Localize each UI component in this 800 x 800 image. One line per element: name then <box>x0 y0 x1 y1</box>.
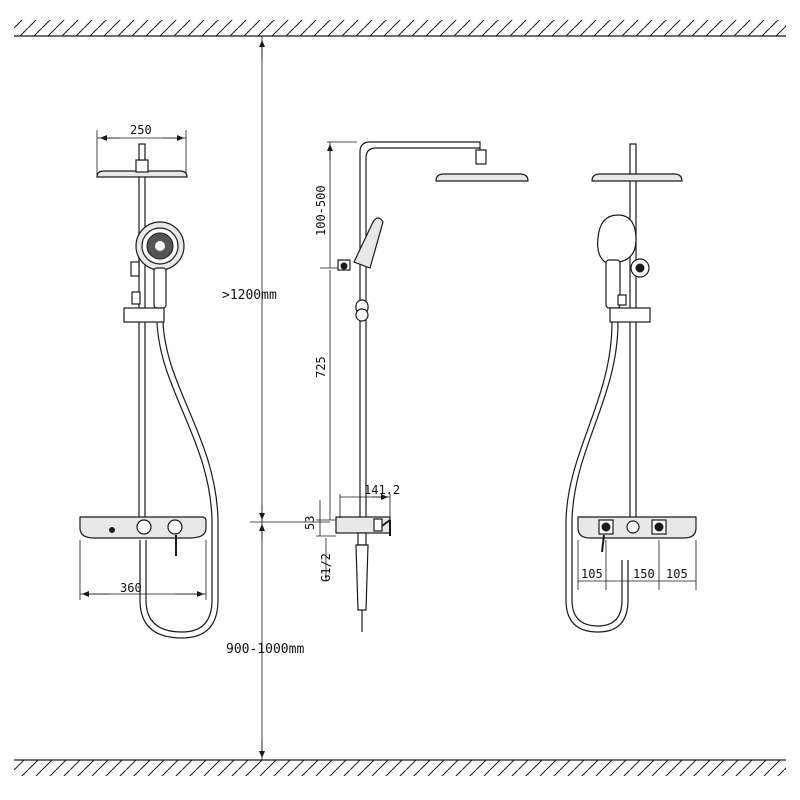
back-rain-head <box>591 173 683 182</box>
floor-line <box>14 759 786 776</box>
ceiling-line <box>14 20 786 37</box>
spacing-right-label: 105 <box>666 567 688 581</box>
spacing-left-label: 105 <box>581 567 603 581</box>
shelf-width-label: 360 <box>120 581 142 595</box>
front-view: 250 360 <box>79 123 219 639</box>
head-drop-label: 100-500 <box>314 185 328 236</box>
slider <box>123 307 165 323</box>
head-width-label: 250 <box>130 123 152 137</box>
height-min-label: >1200mm <box>222 288 277 303</box>
holder-height-label: 725 <box>314 356 328 378</box>
depth-label: 141.2 <box>364 483 400 497</box>
hand-shower <box>135 221 185 309</box>
side-view: 100-500 725 141.2 53 G1/2 <box>303 141 529 632</box>
back-view: 105 150 105 <box>565 143 697 633</box>
thread-label: G1/2 <box>319 553 333 582</box>
side-rain-head <box>435 173 529 182</box>
rain-head <box>96 170 188 178</box>
spacing-center-label: 150 <box>633 567 655 581</box>
floor-height-label: 900-1000mm <box>226 642 304 657</box>
inlet-height-label: 53 <box>303 516 317 530</box>
overall-height-dimension <box>250 36 330 760</box>
